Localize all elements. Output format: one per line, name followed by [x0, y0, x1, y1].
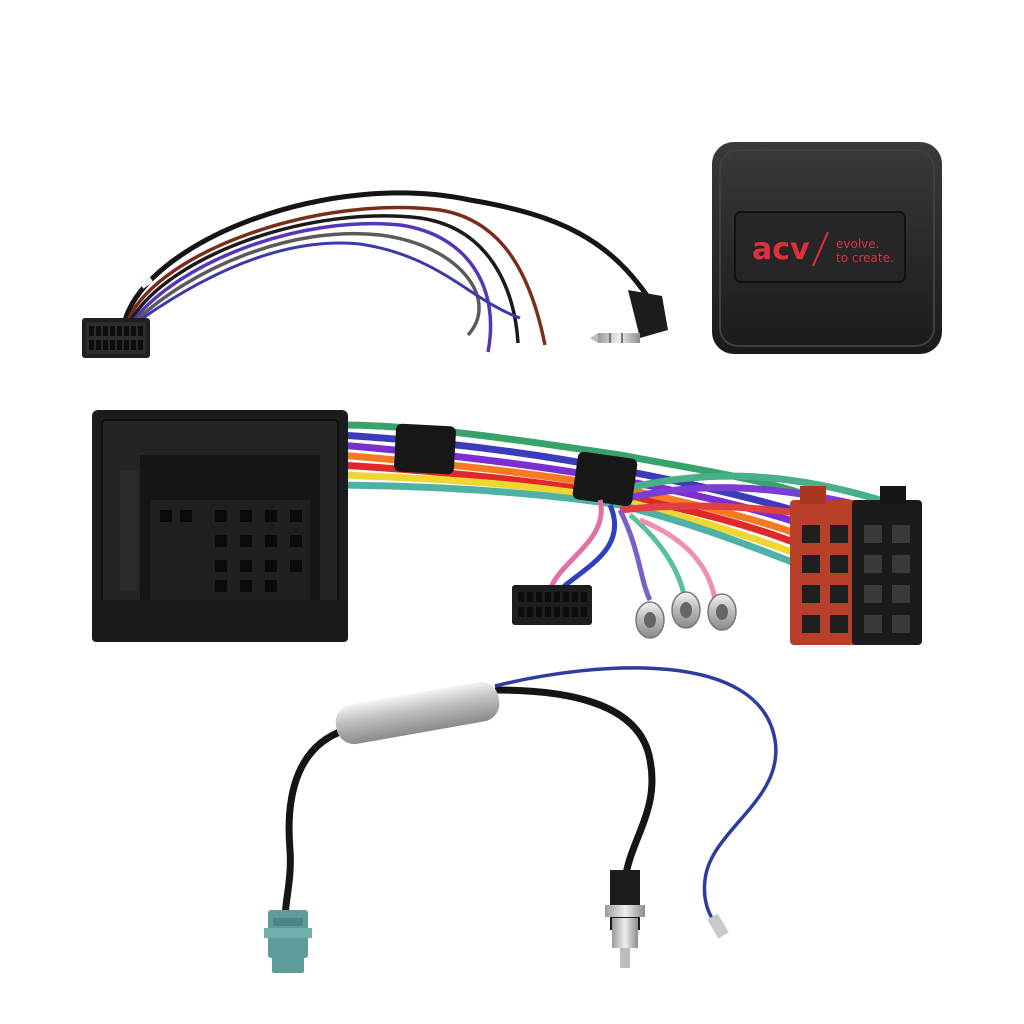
wire-terminal-icon [707, 913, 729, 939]
din-plug-icon [605, 870, 645, 968]
steering-wheel-interface-lead [82, 190, 668, 358]
small-pin-connector-icon [512, 585, 592, 625]
spade-terminal-icon [707, 593, 737, 631]
iso-connector-black-icon [852, 486, 922, 645]
iso-connector-red-icon [790, 486, 860, 645]
spade-terminal-icon [671, 591, 701, 629]
control-module-box: acv evolve. to create. [712, 142, 942, 354]
spade-terminal-icon [635, 601, 665, 639]
antenna-adapter [264, 666, 778, 973]
quadlock-connector-icon [92, 410, 348, 642]
cable-tie-icon [138, 275, 154, 289]
brand-logo: acv [752, 232, 810, 267]
pin-connector-16-icon [82, 318, 150, 358]
fakra-connector-icon [264, 910, 312, 973]
brand-slogan-line1: evolve. [836, 237, 879, 251]
brand-slogan-line2: to create. [836, 251, 894, 265]
audio-jack-icon [590, 290, 668, 343]
amplifier-barrel-icon [335, 681, 500, 745]
quadlock-iso-harness [92, 410, 922, 645]
